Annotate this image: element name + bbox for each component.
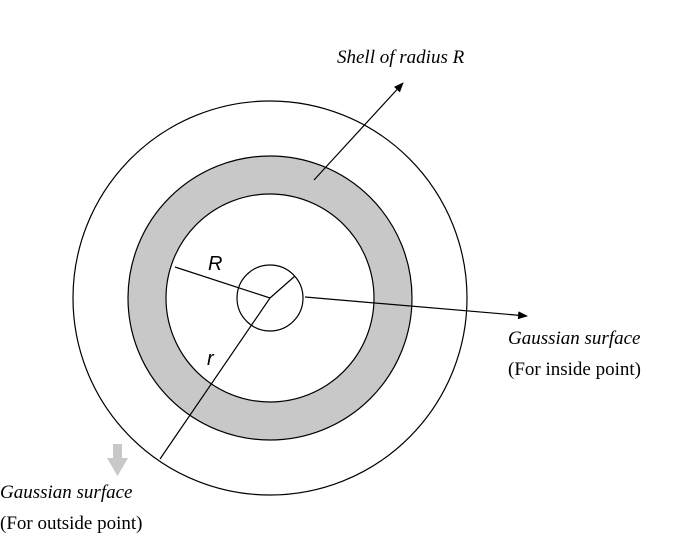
outer-gaussian-surface bbox=[72, 100, 468, 496]
outside-surface-note: (For outside point) bbox=[0, 513, 143, 534]
inner-gaussian-surface bbox=[236, 264, 304, 332]
radius-R-label: R bbox=[208, 253, 222, 275]
inside-pointer-arrow bbox=[304, 296, 528, 320]
radius-R-line bbox=[174, 266, 271, 299]
inner-radius-line bbox=[269, 275, 296, 299]
inside-surface-title: Gaussian surface bbox=[508, 328, 640, 349]
radius-r-line bbox=[159, 297, 271, 460]
inside-surface-note: (For inside point) bbox=[508, 359, 641, 380]
radius-r-label: r bbox=[207, 348, 215, 370]
shell-pointer-arrow bbox=[313, 82, 404, 181]
outside-surface-title: Gaussian surface bbox=[0, 482, 132, 503]
shell-label: Shell of radius R bbox=[337, 47, 465, 68]
down-arrow-icon bbox=[107, 444, 128, 476]
